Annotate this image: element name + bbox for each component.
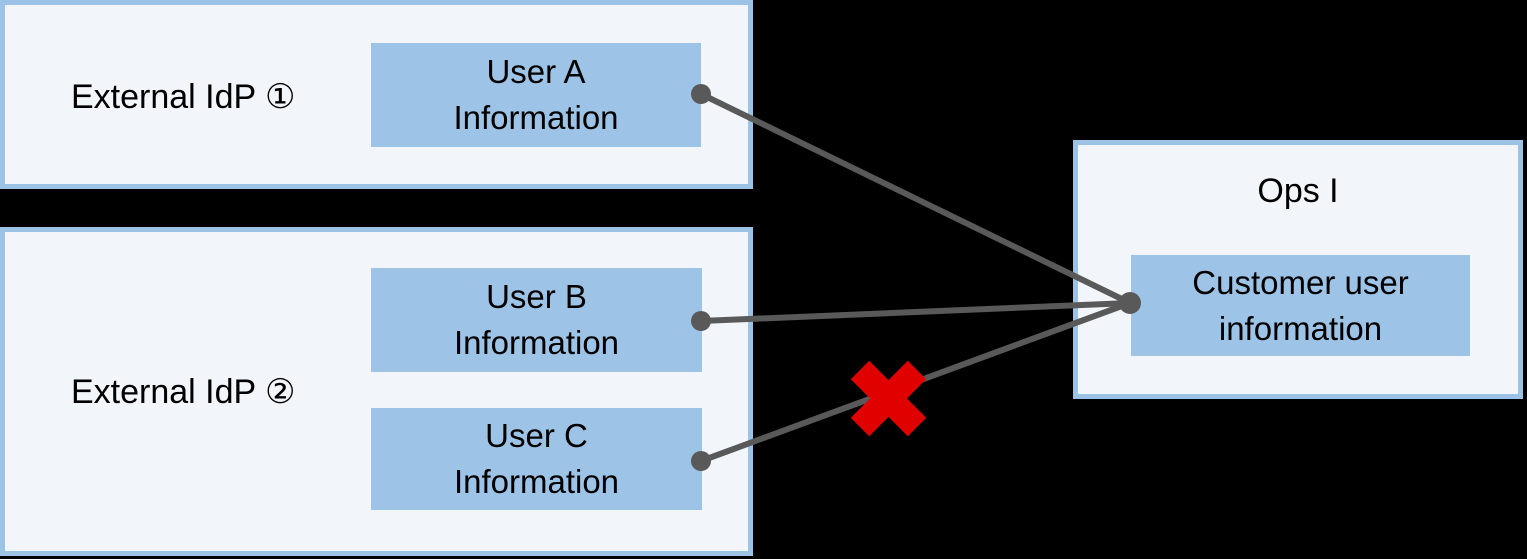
blocked-x-icon — [850, 360, 927, 437]
node-user-c-line2: Information — [453, 463, 620, 500]
node-user-c-line1: User C — [485, 417, 588, 455]
connector-line-user-c — [699, 300, 1132, 464]
connector-line-user-a — [699, 91, 1132, 306]
node-user-c-information: User C Information — [371, 408, 702, 510]
group-label-external-idp-2: External IdP ② — [71, 373, 296, 411]
group-label-ops: Ops I — [1257, 172, 1339, 210]
node-customer-line1: Customer user — [1192, 263, 1409, 301]
group-label-external-idp-1: External IdP ① — [71, 78, 296, 116]
connector-line-user-b — [700, 300, 1131, 324]
x-stroke-2 — [850, 360, 927, 437]
node-user-a-information: User A Information — [371, 43, 701, 147]
node-user-b-line2: Information — [453, 324, 620, 361]
node-user-a-line1: User A — [486, 53, 586, 91]
node-customer-user-information: Customer user information — [1131, 255, 1470, 356]
node-user-b-information: User B Information — [371, 268, 702, 372]
x-stroke-1 — [850, 360, 927, 437]
node-user-a-line2: Information — [453, 99, 619, 136]
node-user-b-line1: User B — [486, 278, 587, 316]
node-customer-line2: information — [1218, 309, 1383, 347]
